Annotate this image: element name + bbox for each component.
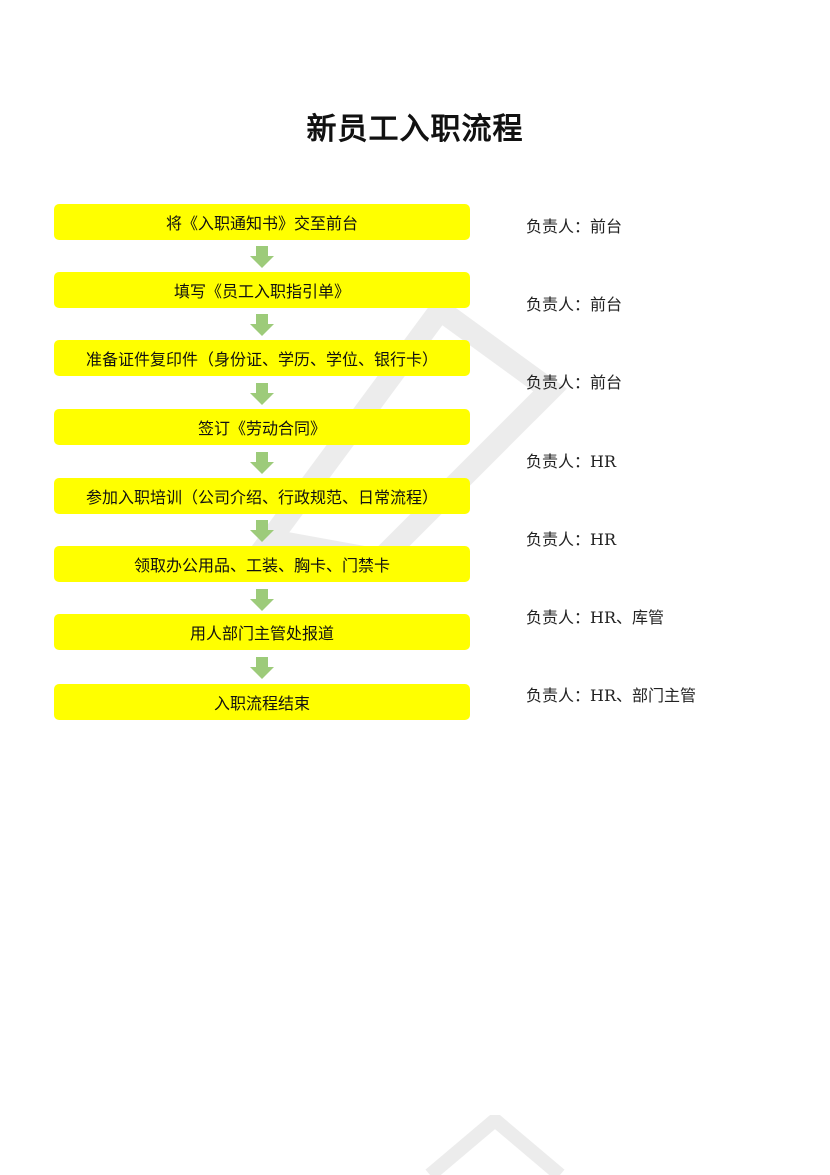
down-arrow-icon bbox=[250, 314, 274, 336]
flow-step-3: 准备证件复印件（身份证、学历、学位、银行卡） bbox=[54, 340, 470, 376]
watermark-logo-bottom bbox=[425, 1115, 565, 1175]
owner-label-3: 负责人：前台 bbox=[526, 373, 623, 392]
down-arrow-icon bbox=[250, 520, 274, 542]
owner-label-1: 负责人：前台 bbox=[526, 217, 623, 236]
flow-step-7: 用人部门主管处报道 bbox=[54, 614, 470, 650]
owner-label-7: 负责人：HR、部门主管 bbox=[526, 686, 697, 705]
owner-label-6: 负责人：HR、库管 bbox=[526, 608, 665, 627]
flow-step-5: 参加入职培训（公司介绍、行政规范、日常流程） bbox=[54, 478, 470, 514]
down-arrow-icon bbox=[250, 657, 274, 679]
owner-label-5: 负责人：HR bbox=[526, 530, 617, 549]
down-arrow-icon bbox=[250, 589, 274, 611]
flow-step-2: 填写《员工入职指引单》 bbox=[54, 272, 470, 308]
owner-label-4: 负责人：HR bbox=[526, 452, 617, 471]
flow-step-1: 将《入职通知书》交至前台 bbox=[54, 204, 470, 240]
down-arrow-icon bbox=[250, 383, 274, 405]
flow-step-8: 入职流程结束 bbox=[54, 684, 470, 720]
page-title: 新员工入职流程 bbox=[306, 112, 524, 147]
down-arrow-icon bbox=[250, 452, 274, 474]
flow-step-6: 领取办公用品、工装、胸卡、门禁卡 bbox=[54, 546, 470, 582]
owner-label-2: 负责人：前台 bbox=[526, 295, 623, 314]
flow-step-4: 签订《劳动合同》 bbox=[54, 409, 470, 445]
down-arrow-icon bbox=[250, 246, 274, 268]
